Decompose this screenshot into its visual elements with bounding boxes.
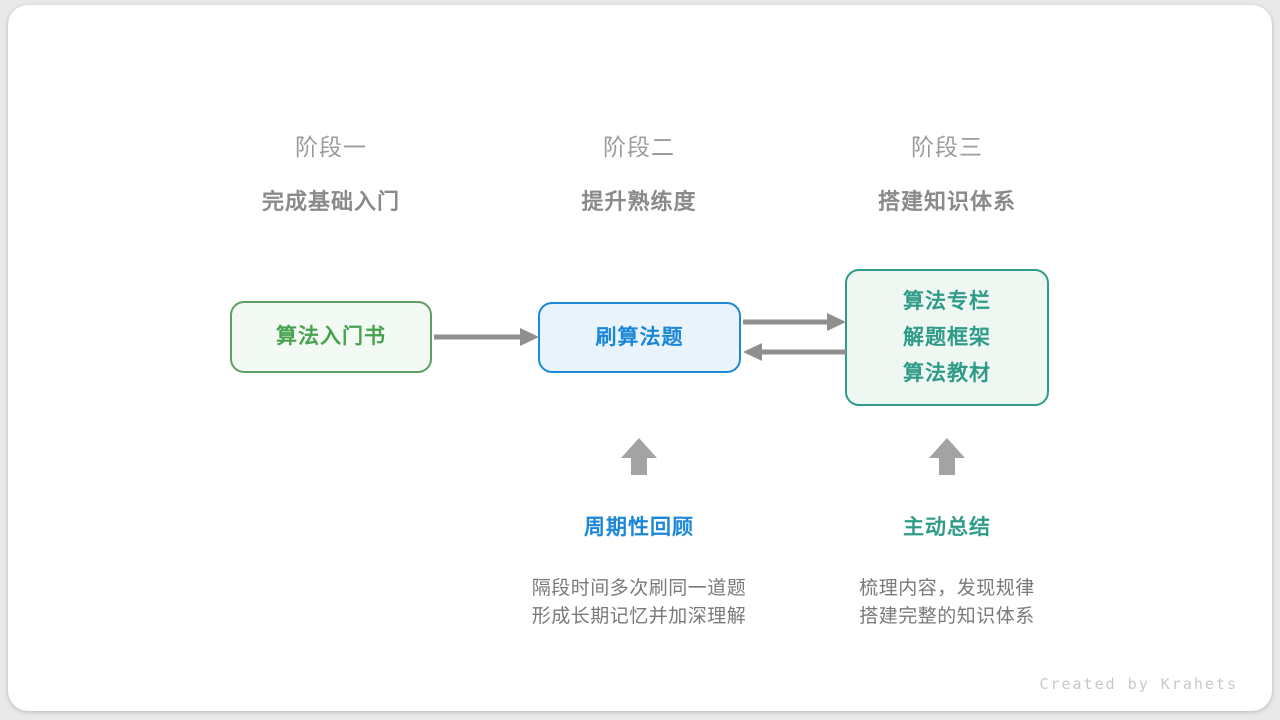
node-knowledge-line-2: 解题框架 bbox=[903, 325, 991, 349]
stage-3-label: 阶段三 bbox=[911, 134, 983, 160]
stage-1-subtitle: 完成基础入门 bbox=[261, 189, 400, 214]
node-practice-problems-label: 刷算法题 bbox=[595, 325, 684, 349]
credit-text: Created by Krahets bbox=[1039, 675, 1238, 693]
node-practice-problems: 刷算法题 bbox=[538, 302, 741, 373]
annotation-active-summary: 主动总结 梳理内容，发现规律 搭建完整的知识体系 bbox=[777, 511, 1117, 631]
node-knowledge-line-1: 算法专栏 bbox=[903, 289, 991, 313]
desc-line: 形成长期记忆并加深理解 bbox=[531, 606, 747, 627]
stage-2-subtitle: 提升熟练度 bbox=[581, 189, 697, 214]
stage-3-header: 阶段三 搭建知识体系 bbox=[787, 128, 1107, 216]
node-knowledge-resources: 算法专栏 解题框架 算法教材 bbox=[845, 269, 1049, 406]
desc-line: 梳理内容，发现规律 bbox=[859, 578, 1035, 599]
annotation-active-summary-title: 主动总结 bbox=[903, 516, 991, 539]
annotation-active-summary-desc: 梳理内容，发现规律 搭建完整的知识体系 bbox=[777, 575, 1117, 631]
stage-3-subtitle: 搭建知识体系 bbox=[877, 189, 1016, 214]
node-intro-book-label: 算法入门书 bbox=[276, 325, 386, 348]
stage-2-header: 阶段二 提升熟练度 bbox=[479, 128, 799, 216]
stage-1-header: 阶段一 完成基础入门 bbox=[171, 128, 491, 216]
stage-1-label: 阶段一 bbox=[295, 134, 367, 160]
annotation-periodic-review: 周期性回顾 隔段时间多次刷同一道题 形成长期记忆并加深理解 bbox=[469, 511, 809, 631]
node-knowledge-line-3: 算法教材 bbox=[903, 361, 991, 385]
annotation-periodic-review-desc: 隔段时间多次刷同一道题 形成长期记忆并加深理解 bbox=[469, 575, 809, 631]
desc-line: 搭建完整的知识体系 bbox=[859, 606, 1035, 627]
node-intro-book: 算法入门书 bbox=[230, 301, 432, 373]
desc-line: 隔段时间多次刷同一道题 bbox=[531, 578, 747, 599]
stage-2-label: 阶段二 bbox=[603, 134, 675, 160]
annotation-periodic-review-title: 周期性回顾 bbox=[584, 516, 694, 539]
